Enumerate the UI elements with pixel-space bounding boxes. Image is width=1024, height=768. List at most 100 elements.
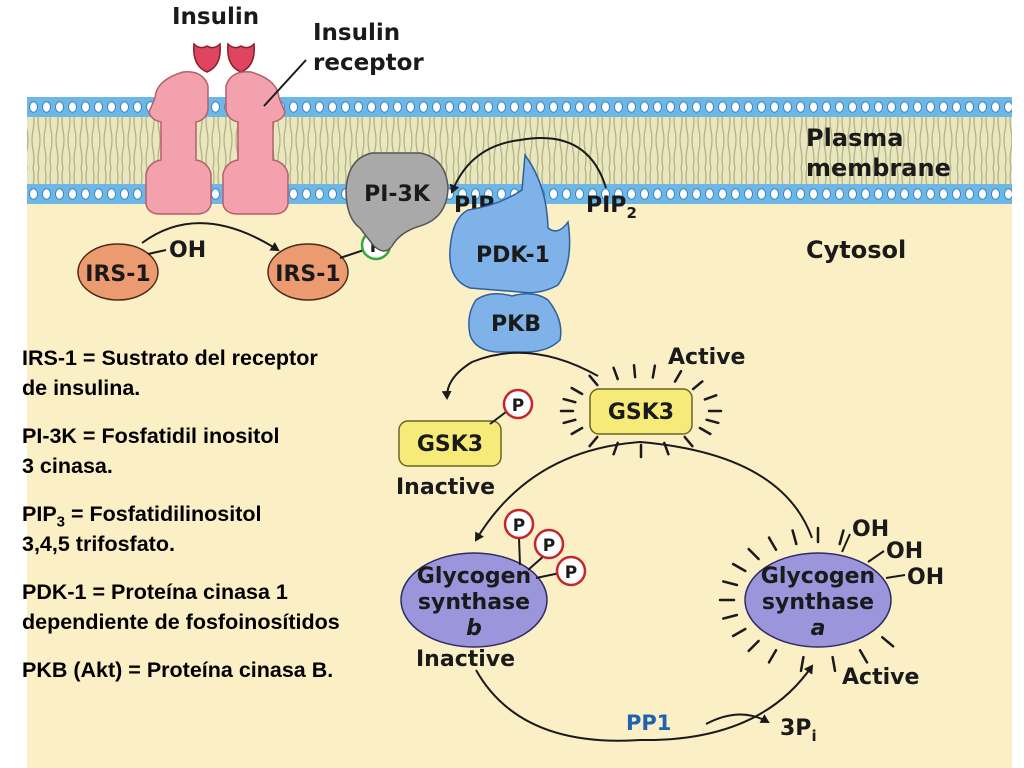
gsk3-ray xyxy=(588,435,599,448)
glycogen-synthase-b-phosphates: P P P xyxy=(503,508,587,587)
glycogen-synthase-ray xyxy=(831,655,837,673)
irs1-label-left: IRS-1 xyxy=(85,262,150,287)
pi3k-enzyme xyxy=(345,152,449,252)
legend-pip3-line2: 3,4,5 trifosfato. xyxy=(22,532,175,556)
hydroxyl-label-3: OH xyxy=(907,565,944,590)
hydroxyl-label-1: OH xyxy=(852,517,889,542)
legend-irs1-line2: de insulina. xyxy=(22,376,141,400)
irs1-phosphorylation-arrow xyxy=(141,222,280,252)
glycogen-synthase-phosphorylation-arrow xyxy=(474,440,813,542)
gsk3-active-box xyxy=(589,388,693,435)
gsk3-ray xyxy=(632,363,637,379)
glycogen-synthase-ray xyxy=(747,639,760,653)
glycogen-synthase-ray xyxy=(731,627,747,638)
glycogen-synthase-ray xyxy=(722,580,739,587)
irs1-label-right: IRS-1 xyxy=(275,262,340,287)
glycogen-synthase-ray xyxy=(722,613,739,620)
glycogen-synthase-ray xyxy=(799,655,805,673)
legend-pip3: PIP3 = Fosfatidilinositol 3,4,5 trifosfa… xyxy=(22,499,432,559)
legend-pdk1-line1: PDK-1 = Proteína cinasa 1 xyxy=(22,580,288,604)
glycogen-synthase-a-form: a xyxy=(811,616,826,641)
gsk3-ray xyxy=(570,426,584,436)
insulin-receptor xyxy=(145,71,289,215)
gsk3-ray xyxy=(683,435,694,448)
legend-pkb-line1: PKB (Akt) = Proteína cinasa B. xyxy=(22,658,334,682)
glycogen-synthase-a-hydroxyls: OH OH OH xyxy=(841,517,944,590)
gsk3-ray xyxy=(612,366,619,381)
irs1-unphosphorylated xyxy=(77,243,159,301)
glycogen-synthase-a-activity-rays xyxy=(718,526,895,673)
plasma-membrane-label-line1: Plasma xyxy=(806,124,904,152)
legend-pi3k: PI-3K = Fosfatidil inositol 3 cinasa. xyxy=(22,421,432,481)
pi3k-label: PI-3K xyxy=(364,182,431,207)
insulin-label: Insulin xyxy=(172,4,259,30)
gsk3-inactivation-arrow xyxy=(441,351,599,400)
gsk3-phosphate-bond xyxy=(489,411,507,425)
legend-pdk1: PDK-1 = Proteína cinasa 1 dependiente de… xyxy=(22,577,432,637)
phosphate-label-1: P xyxy=(513,516,525,536)
phosphate-group-3 xyxy=(555,555,587,587)
glycogen-synthase-b-label-line1: Glycogen xyxy=(417,564,531,589)
legend-pi3k-line2: 3 cinasa. xyxy=(22,454,113,478)
insulin-molecule xyxy=(193,42,255,73)
legend-pip3-line1: PIP3 = Fosfatidilinositol xyxy=(22,499,432,529)
irs1-phosphate-bond xyxy=(339,249,365,259)
glycogen-synthase-b-state-label: Inactive xyxy=(416,647,515,672)
glycogen-synthase-ray xyxy=(747,547,760,561)
pdk1-enzyme xyxy=(449,152,571,294)
glycogen-synthase-a-state-label: Active xyxy=(842,665,919,690)
gsk3-ray xyxy=(570,386,584,396)
gsk3-ray xyxy=(703,394,718,401)
legend-pip3-subscript: 3 xyxy=(56,513,65,531)
gsk3-ray xyxy=(705,418,720,425)
gsk3-active-state-label: Active xyxy=(668,345,745,370)
gsk3-active-label: GSK3 xyxy=(608,400,674,425)
glycogen-synthase-ray xyxy=(838,529,845,546)
legend-irs1: IRS-1 = Sustrato del receptor de insulin… xyxy=(22,343,432,403)
glycogen-synthase-b-form: b xyxy=(466,616,482,641)
gsk3-ray xyxy=(698,426,712,436)
glycogen-synthase-a-label-line2: synthase xyxy=(762,590,874,615)
irs1-oh-bond xyxy=(147,249,167,255)
irs1-oh-label: OH xyxy=(169,238,206,263)
gsk3-ray xyxy=(673,369,683,383)
gsk3-inactive-box xyxy=(398,420,502,467)
phosphate-group-1 xyxy=(503,508,535,540)
gsk3-ray xyxy=(588,374,599,387)
pkb-label: PKB xyxy=(491,312,541,337)
legend-pkb: PKB (Akt) = Proteína cinasa B. xyxy=(22,655,432,685)
gsk3-inactive-label: GSK3 xyxy=(417,432,483,457)
glycogen-synthase-ray xyxy=(881,636,895,648)
glycogen-synthase-a-label-line1: Glycogen xyxy=(761,564,875,589)
glycogen-synthase-ray xyxy=(791,529,798,546)
gsk3-ray xyxy=(691,380,704,391)
phosphate-label-2: P xyxy=(543,536,555,556)
hydroxyl-label-2: OH xyxy=(886,539,923,564)
phosphate-group-2 xyxy=(533,528,565,560)
plasma-membrane-label-line2: membrane xyxy=(806,154,951,182)
glycogen-synthase-dephosphorylation-arrow xyxy=(475,664,814,742)
phosphate-released-label: 3Pi xyxy=(780,716,817,745)
receptor-pointer-line xyxy=(263,59,307,107)
glycogen-synthase-a xyxy=(744,552,892,648)
phosphate-label-3: P xyxy=(565,563,577,583)
abbreviation-legend: IRS-1 = Sustrato del receptor de insulin… xyxy=(22,343,432,703)
irs1-phosphorylated xyxy=(267,243,349,301)
pip2-to-pip3-arrow xyxy=(449,137,607,194)
pip2-label: PIP2 xyxy=(586,193,637,222)
gsk3-phosphate-label: P xyxy=(512,396,524,416)
insulin-receptor-label-line1: Insulin xyxy=(313,20,400,46)
glycogen-synthase-ray xyxy=(767,536,778,552)
pp1-label: PP1 xyxy=(626,711,671,735)
glycogen-synthase-b-label-line2: synthase xyxy=(418,590,530,615)
glycogen-synthase-ray xyxy=(858,648,869,664)
legend-irs1-line1: IRS-1 = Sustrato del receptor xyxy=(22,346,318,370)
cytosol-label: Cytosol xyxy=(806,236,906,264)
insulin-receptor-label-line2: receptor xyxy=(313,50,424,76)
legend-pip3-definition: = Fosfatidilinositol xyxy=(65,502,262,526)
legend-pdk1-line2: dependiente de fosfoinosítidos xyxy=(22,610,340,634)
gsk3-ray xyxy=(562,397,577,404)
glycogen-synthase-b xyxy=(400,552,548,648)
